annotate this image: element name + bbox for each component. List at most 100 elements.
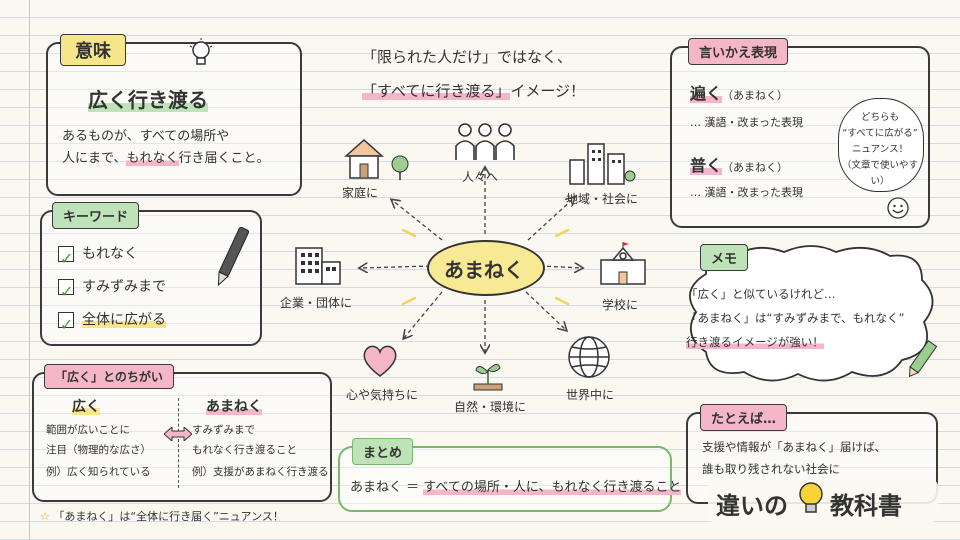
rephrase-note2: … 漢語・改まった表現 xyxy=(690,186,804,199)
node-world: 世界中に xyxy=(566,388,615,402)
meaning-box xyxy=(46,42,302,196)
comparison-left-title-text: 広く xyxy=(72,399,100,415)
example-line1: 支援や情報が「あまねく」届けば、 xyxy=(702,440,886,454)
example-body: 支援や情報が「あまねく」届けば、 誰も取り残されない社会に xyxy=(702,436,886,480)
comparison-divider xyxy=(178,398,179,488)
comparison-right-line: もれなく行き渡ること xyxy=(192,444,297,456)
sprout-icon xyxy=(470,358,506,396)
keyword-label: 全体に広がる xyxy=(82,312,166,328)
globe-icon xyxy=(566,334,612,384)
summary-text: あまねく ＝ すべての場所・人に、もれなく行き渡ること xyxy=(350,476,682,495)
rephrase-tag: 言いかえ表現 xyxy=(688,38,789,65)
center-word: あまねく xyxy=(444,258,524,282)
bubble-line: “すべてに広がる” xyxy=(842,128,918,139)
city-icon xyxy=(566,138,636,190)
keyword-item: すみずみまで xyxy=(58,271,166,308)
comparison-right-title-text: あまねく xyxy=(206,399,262,415)
example-line2: 誰も取り残されない社会に xyxy=(702,462,840,476)
rephrase-reading1: （あまねく） xyxy=(722,89,789,102)
keyword-item: 全体に広がる xyxy=(58,304,166,341)
brand-logo xyxy=(708,480,938,522)
node-community: 地域・社会に xyxy=(566,192,639,206)
comparison-right-line: 例）支援があまねく行き渡る xyxy=(192,466,329,478)
keyword-label: すみずみまで xyxy=(82,279,166,295)
bubble-line: どちらも xyxy=(860,112,899,123)
meaning-line2-pre: 人にまで、 xyxy=(62,151,127,166)
brand-lightbulb-icon xyxy=(796,480,826,520)
top-quote-post: イメージ！ xyxy=(510,82,586,100)
rephrase-note1: … 漢語・改まった表現 xyxy=(690,116,804,129)
summary-tag: まとめ xyxy=(352,438,414,465)
lightbulb-icon xyxy=(188,38,214,76)
meaning-heading: 広く行き渡る xyxy=(88,84,208,113)
smiley-icon xyxy=(886,196,910,224)
keywords-tag: キーワード xyxy=(52,202,140,229)
checkbox-icon xyxy=(58,242,74,275)
pen-icon xyxy=(214,222,250,294)
footnote: ☆ 「あまねく」は“全体に行き届く”ニュアンス！ xyxy=(40,508,284,524)
node-home: 家庭に xyxy=(342,186,379,200)
node-heart: 心や気持ちに xyxy=(346,388,419,402)
bubble-line: ニュアンス！ xyxy=(851,144,909,155)
comparison-left-line: 注目（物理的な広さ） xyxy=(46,444,151,456)
top-quote-line1: 「限られた人だけ」ではなく、 xyxy=(362,48,573,66)
summary-highlight: すべての場所・人に、もれなく行き渡ること xyxy=(423,480,682,495)
brand-text-part2: 教科書 xyxy=(830,492,902,520)
rephrase-word2: 普く（あまねく） xyxy=(690,152,788,176)
memo-line3: 行き渡るイメージが強い！ xyxy=(686,330,932,354)
rephrase-bubble-text: どちらも “すべてに広がる” ニュアンス！ （文章で使いやすい） xyxy=(838,110,922,190)
meaning-body-line1: あるものが、すべての場所や xyxy=(62,129,230,144)
comparison-tag: 「広く」とのちがい xyxy=(44,364,174,389)
meaning-body: あるものが、すべての場所や 人にまで、もれなく行き届くこと。 xyxy=(62,126,294,170)
checkbox-icon xyxy=(58,275,74,308)
rephrase-bubble xyxy=(838,98,924,192)
center-word-bubble xyxy=(427,240,545,296)
checkbox-icon xyxy=(58,308,74,341)
comparison-right-line: すみずみまで xyxy=(192,424,255,436)
memo-body: 「広く」と似ているけれど… 「あまねく」は“すみずみまで、もれなく” 行き渡るイ… xyxy=(686,282,932,354)
top-quote-line2: 「すべてに行き渡る」イメージ！ xyxy=(362,74,585,108)
bubble-line: （文章で使いやすい） xyxy=(841,160,918,187)
people-icon xyxy=(454,122,516,166)
pencil-icon xyxy=(904,338,938,386)
rephrase-word1: 遍く（あまねく） xyxy=(690,80,788,104)
node-nature: 自然・環境に xyxy=(454,400,527,414)
rephrase-reading2: （あまねく） xyxy=(722,161,789,174)
top-quote-highlight: 「すべてに行き渡る」 xyxy=(362,82,511,100)
summary-pre: あまねく ＝ xyxy=(350,480,424,495)
heart-icon xyxy=(360,342,400,382)
example-tag: たとえば… xyxy=(700,404,788,431)
summary-box xyxy=(338,446,672,512)
node-company: 企業・団体に xyxy=(280,296,353,310)
keywords-list: もれなく すみずみまで 全体に広がる xyxy=(58,238,166,341)
memo-line3-highlight: 行き渡るイメージが強い！ xyxy=(686,335,824,349)
meaning-heading-text: 広く行き渡る xyxy=(88,88,208,112)
keyword-item: もれなく xyxy=(58,238,166,275)
memo-line1: 「広く」と似ているけれど… xyxy=(686,287,836,301)
memo-tag: メモ xyxy=(700,244,749,271)
node-people: 人々へ xyxy=(462,170,499,184)
comparison-left-title: 広く xyxy=(72,396,100,416)
comparison-left-line: 範囲が広いことに xyxy=(46,424,130,436)
footnote-text: 「あまねく」は“全体に行き届く”ニュアンス！ xyxy=(53,510,284,523)
meaning-line2-highlight: もれなく xyxy=(126,151,179,166)
meaning-body-line2: 人にまで、もれなく行き届くこと。 xyxy=(62,148,294,170)
rephrase-word2-text: 普く xyxy=(690,156,723,175)
memo-line2: 「あまねく」は“すみずみまで、もれなく” xyxy=(686,311,905,325)
top-quote: 「限られた人だけ」ではなく、 「すべてに行き渡る」イメージ！ xyxy=(362,40,585,108)
comparison-right-lines: すみずみまで もれなく行き渡ること 例）支援があまねく行き渡る xyxy=(192,420,329,482)
comparison-right-title: あまねく xyxy=(206,396,262,416)
house-icon xyxy=(340,136,412,186)
brand-text-part1: 違いの xyxy=(716,492,788,520)
office-building-icon xyxy=(292,244,346,290)
school-icon xyxy=(598,240,648,290)
meaning-line2-post: 行き届くこと。 xyxy=(178,151,270,166)
comparison-left-line: 例）広く知られている xyxy=(46,466,151,478)
rephrase-word1-text: 遍く xyxy=(690,84,723,103)
node-school: 学校に xyxy=(602,298,639,312)
meaning-tag: 意味 xyxy=(60,34,126,66)
star-icon: ☆ xyxy=(40,510,50,523)
keyword-label: もれなく xyxy=(82,246,138,262)
comparison-left-lines: 範囲が広いことに 注目（物理的な広さ） 例）広く知られている xyxy=(46,420,151,482)
